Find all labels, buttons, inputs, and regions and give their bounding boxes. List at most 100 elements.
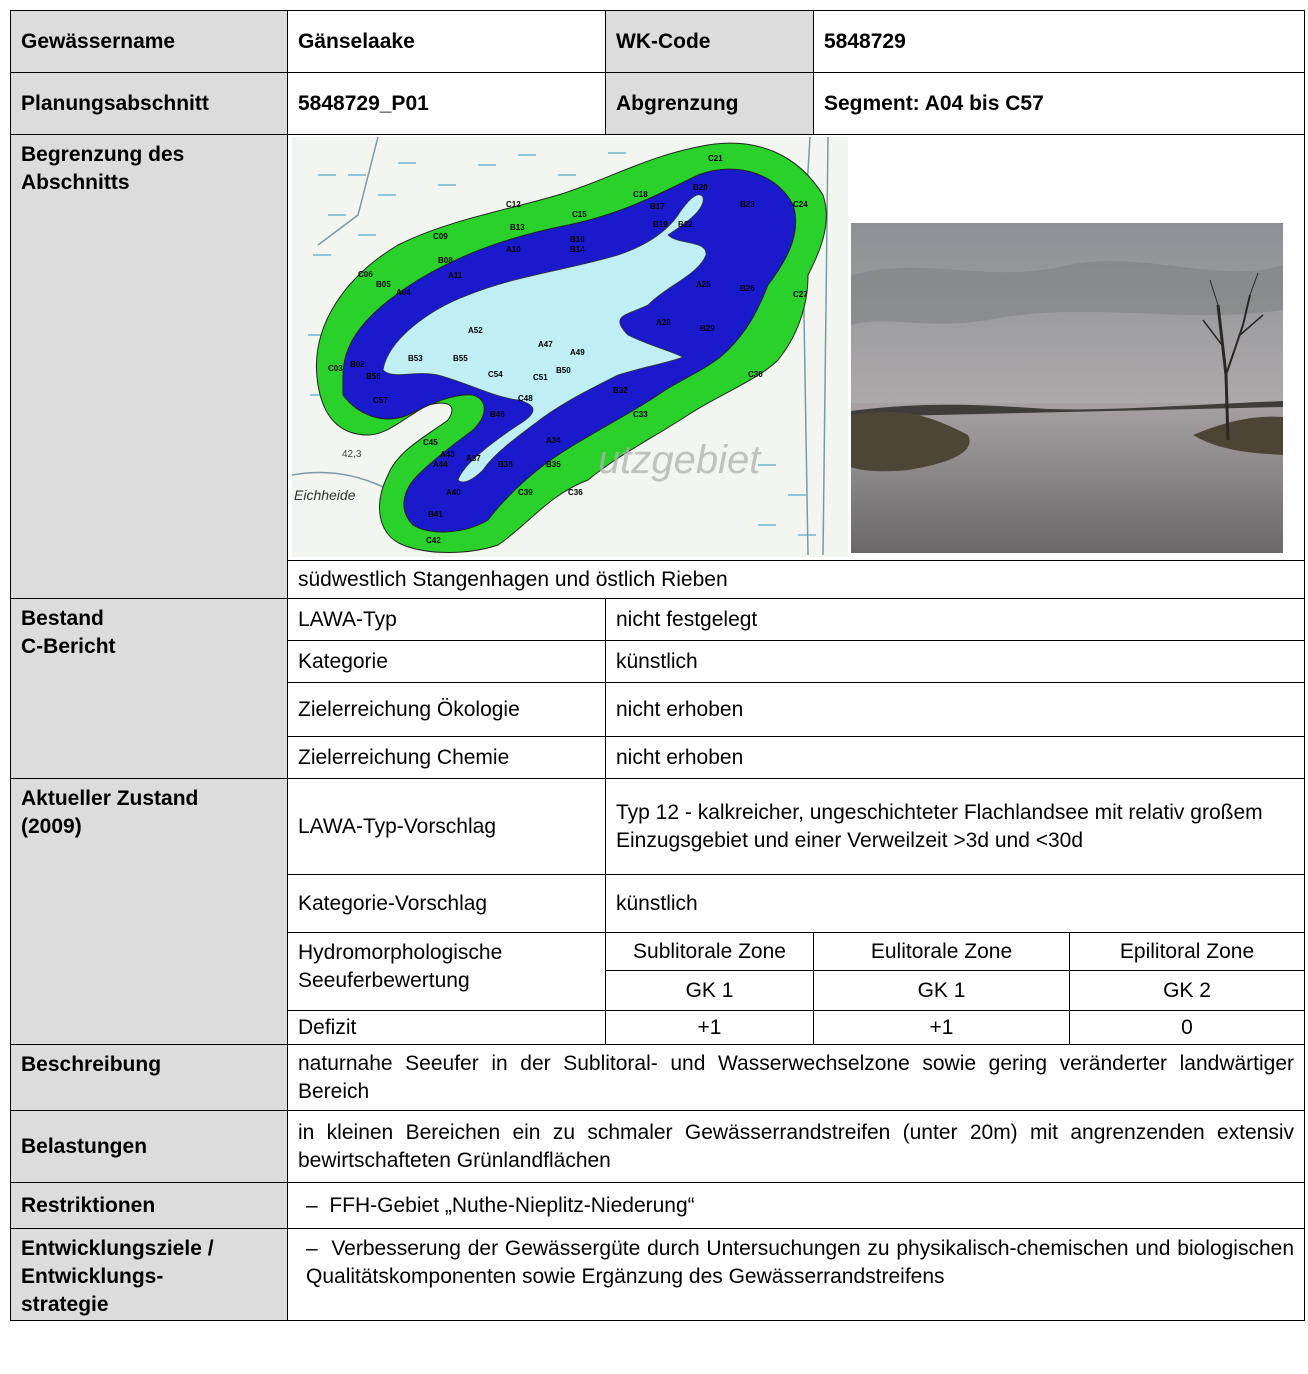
location-text: südwestlich Stangenhagen und östlich Rie… — [286, 560, 1306, 599]
map-label: C45 — [423, 438, 438, 447]
row-restriktionen: Restriktionen FFH-Gebiet „Nuthe-Nieplitz… — [10, 1182, 1306, 1229]
map-label: A25 — [696, 280, 711, 289]
map-label: A10 — [506, 245, 521, 254]
row-begrenzung-text: südwestlich Stangenhagen und östlich Rie… — [11, 560, 1306, 599]
row-beschreibung: Beschreibung naturnahe Seeufer in der Su… — [10, 1044, 1306, 1111]
map-label: B35 — [546, 460, 561, 469]
map-label: C12 — [506, 200, 521, 209]
map-label: A04 — [396, 288, 411, 297]
row-bestand-3: Zielerreichung Ökologie nicht erhoben — [11, 682, 1306, 737]
hydro-key: Hydromorphologische Seeuferbewertung — [287, 932, 606, 1011]
bestand-label-line2: C-Bericht — [21, 635, 116, 658]
row-bestand-4: Zielerreichung Chemie nicht erhoben — [11, 736, 1306, 779]
map-segment-labels: C21 B20 B23 C24 C18 B17 C12 C15 B13 B16 … — [328, 154, 808, 545]
bestand-value: nicht festgelegt — [604, 598, 1306, 641]
lawa-vorschlag-value: Typ 12 - kalkreicher, ungeschichteter Fl… — [604, 778, 1306, 875]
row-zustand-lawa: Aktueller Zustand (2009) LAWA-Typ-Vorsch… — [10, 778, 1306, 1045]
map-label: B55 — [453, 354, 468, 363]
entwicklung-cell: Verbesserung der Gewässergüte durch Unte… — [286, 1228, 1306, 1321]
zone-epilitoral: Epilitoral Zone — [1068, 932, 1306, 971]
entwicklung-label-line2: Entwicklungs- — [21, 1265, 164, 1288]
wkcode-label: WK-Code — [605, 10, 814, 73]
map-wetland-hatch — [308, 152, 816, 536]
begrenzung-label: Begrenzung des Abschnitts — [10, 134, 288, 599]
bestand-key: Zielerreichung Chemie — [287, 736, 606, 779]
steckbrief-table: Gewässername Gänselaake WK-Code 5848729 … — [10, 10, 1306, 1321]
map-label: C48 — [518, 394, 533, 403]
beschreibung-label: Beschreibung — [10, 1044, 288, 1111]
row-zustand-zones: Hydromorphologische Seeuferbewertung Sub… — [11, 932, 1306, 1011]
row-zustand-kategorie: Kategorie-Vorschlag künstlich — [11, 874, 1306, 933]
gk-sublitoral: GK 1 — [605, 970, 814, 1011]
row-entwicklung: Entwicklungsziele / Entwicklungs- strate… — [10, 1228, 1306, 1321]
photo-horizon — [851, 401, 1283, 417]
map-label: A28 — [656, 318, 671, 327]
map-label: C51 — [533, 373, 548, 382]
map-water — [382, 194, 707, 483]
map-label: A40 — [446, 488, 461, 497]
defizit-epilitoral: 0 — [1068, 1010, 1306, 1045]
map-label: C06 — [358, 270, 373, 279]
map-label: B08 — [438, 256, 453, 265]
map-label: C39 — [518, 488, 533, 497]
map-label: C15 — [572, 210, 587, 219]
row-zustand-defizit: Defizit +1 +1 0 — [11, 1010, 1306, 1045]
bestand-key: Zielerreichung Ökologie — [287, 682, 606, 737]
zone-sublitoral: Sublitorale Zone — [605, 932, 814, 971]
photo-clouds — [851, 261, 1283, 325]
restriktionen-label: Restriktionen — [10, 1182, 288, 1229]
photo-reeds-left — [851, 411, 970, 472]
map-elevation: 42,3 — [342, 449, 362, 460]
map-label: C33 — [633, 410, 648, 419]
zone-eulitoral: Eulitorale Zone — [813, 932, 1070, 971]
row-bestand-2: Kategorie künstlich — [11, 640, 1306, 683]
map-label: A52 — [468, 326, 483, 335]
map-label: B02 — [350, 360, 365, 369]
restriktionen-item: FFH-Gebiet „Nuthe-Nieplitz-Niederung“ — [298, 1192, 1294, 1220]
map-label: B53 — [408, 354, 423, 363]
map-label: B05 — [376, 280, 391, 289]
kategorie-vorschlag-value: künstlich — [604, 874, 1306, 933]
bestand-value: künstlich — [604, 640, 1306, 683]
map-label: B13 — [510, 223, 525, 232]
bestand-value: nicht erhoben — [604, 682, 1306, 737]
photo-tree — [1202, 272, 1264, 441]
entwicklung-label-line1: Entwicklungsziele / — [21, 1237, 214, 1260]
row-gewaessername: Gewässername Gänselaake WK-Code 5848729 — [10, 10, 1306, 73]
map-label: A49 — [570, 348, 585, 357]
map-label: B26 — [740, 284, 755, 293]
photo-reeds-right — [1193, 416, 1283, 455]
map-label: B50 — [556, 366, 571, 375]
map-label: C18 — [633, 190, 648, 199]
defizit-key: Defizit — [287, 1010, 606, 1045]
kategorie-vorschlag-key: Kategorie-Vorschlag — [287, 874, 606, 933]
row-planungsabschnitt: Planungsabschnitt 5848729_P01 Abgrenzung… — [10, 72, 1306, 135]
row-zustand-gk: GK 1 GK 1 GK 2 — [11, 970, 1306, 1011]
map-label: C09 — [433, 232, 448, 241]
map-label: C57 — [373, 396, 388, 405]
map-label: C27 — [793, 290, 808, 299]
row-begrenzung-images: Begrenzung des Abschnitts — [10, 134, 1306, 599]
gk-epilitoral: GK 2 — [1068, 970, 1306, 1011]
segment-map: C21 B20 B23 C24 C18 B17 C12 C15 B13 B16 … — [291, 136, 1283, 557]
map-label: C42 — [426, 536, 441, 545]
wkcode-value: 5848729 — [812, 10, 1306, 73]
map-label: A44 — [433, 460, 448, 469]
map-label: C24 — [793, 200, 808, 209]
gewaessername-label: Gewässername — [10, 10, 288, 73]
steckbrief-page: Gewässername Gänselaake WK-Code 5848729 … — [10, 10, 1306, 1321]
bestand-value: nicht erhoben — [604, 736, 1306, 779]
bestand-label: Bestand C-Bericht — [10, 598, 288, 779]
map-place-name: Eichheide — [294, 487, 356, 503]
defizit-sublitoral: +1 — [605, 1010, 814, 1045]
defizit-eulitoral: +1 — [813, 1010, 1070, 1045]
map-label: B32 — [613, 386, 628, 395]
planungsabschnitt-value: 5848729_P01 — [287, 72, 606, 135]
row-bestand-1: Bestand C-Bericht LAWA-Typ nicht festgel… — [10, 598, 1306, 779]
map-label: A37 — [466, 454, 481, 463]
hydro-key-line2: Seeuferbewertung — [298, 969, 470, 992]
gk-eulitoral: GK 1 — [813, 970, 1070, 1011]
begrenzung-label-line2: Abschnitts — [21, 171, 130, 194]
map-label: B20 — [693, 183, 708, 192]
map-label: B22 — [678, 220, 693, 229]
